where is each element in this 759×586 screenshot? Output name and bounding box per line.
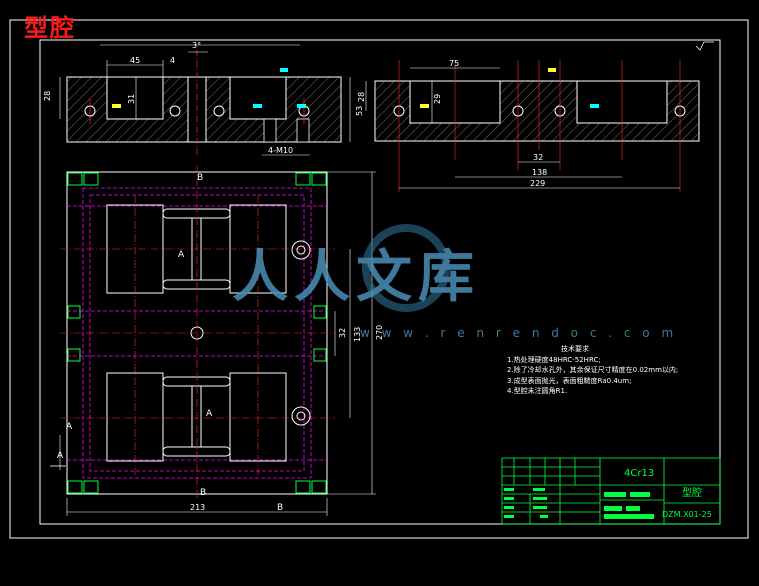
section-a-left-1: A (66, 422, 73, 432)
section-a-1: A (178, 250, 185, 260)
dim-28-left: 28 (43, 91, 52, 101)
roughness-symbol (695, 41, 714, 51)
requirements-title: 技术要求 (561, 345, 589, 353)
sheet-inner-border (39, 39, 721, 525)
sheet-outer-border (9, 19, 749, 539)
dim-32-plan: 32 (338, 328, 347, 338)
title-block-part-name: 型腔 (682, 486, 702, 499)
requirement-item: 4.型腔未注圆角R1. (507, 387, 568, 395)
dim-4-m10: 4-M10 (268, 146, 293, 155)
dim-270: 270 (375, 325, 384, 340)
watermark-logo-icon (362, 224, 450, 312)
dim-28-right: 28 (357, 92, 366, 102)
requirement-item: 2.除了冷却水孔外，其余保证尺寸精度在0.02mm以内; (507, 366, 679, 374)
section-b-bottom-right: B (277, 503, 283, 513)
section-a-2: A (206, 409, 213, 419)
dim-31: 31 (127, 94, 136, 104)
requirement-item: 1.热处理硬度48HRC-52HRC; (507, 355, 601, 364)
technical-requirements: 技术要求 1.热处理硬度48HRC-52HRC; 2.除了冷却水孔外，其余保证尺… (507, 344, 678, 397)
drawing-title: 型腔 (24, 13, 76, 42)
dim-133: 133 (353, 327, 362, 342)
right-section-view (365, 60, 700, 192)
dim-3deg: 3° (192, 41, 201, 50)
plan-view (50, 165, 376, 516)
section-b-top: B (197, 173, 203, 183)
title-block (501, 457, 721, 525)
section-a-left-2: A (57, 451, 64, 461)
watermark-url: w w w . r e n r e n d o c . c o m (360, 326, 678, 340)
dim-213: 213 (190, 503, 205, 512)
watermark-text: 人人文库 (232, 244, 480, 310)
title-block-material: 4Cr13 (624, 468, 654, 479)
dim-75: 75 (449, 59, 459, 68)
watermark: 人人文库 w w w . r e n r e n d o c . c o m (232, 222, 673, 342)
dim-29: 29 (433, 94, 442, 104)
dim-45: 45 (130, 56, 140, 65)
section-b-bottom: B (200, 488, 206, 498)
title-block-fills (504, 488, 654, 519)
dim-4: 4 (170, 56, 175, 65)
dim-53: 53 (355, 106, 364, 116)
requirement-item: 3.成型表面抛光，表面粗糙度Ra0.4um; (507, 376, 632, 385)
dim-229: 229 (530, 179, 545, 188)
dim-32-right: 32 (533, 153, 543, 162)
dim-138: 138 (532, 168, 547, 177)
title-block-drawing-no: DZM.X01-25 (662, 510, 712, 519)
left-section-view (59, 44, 351, 156)
